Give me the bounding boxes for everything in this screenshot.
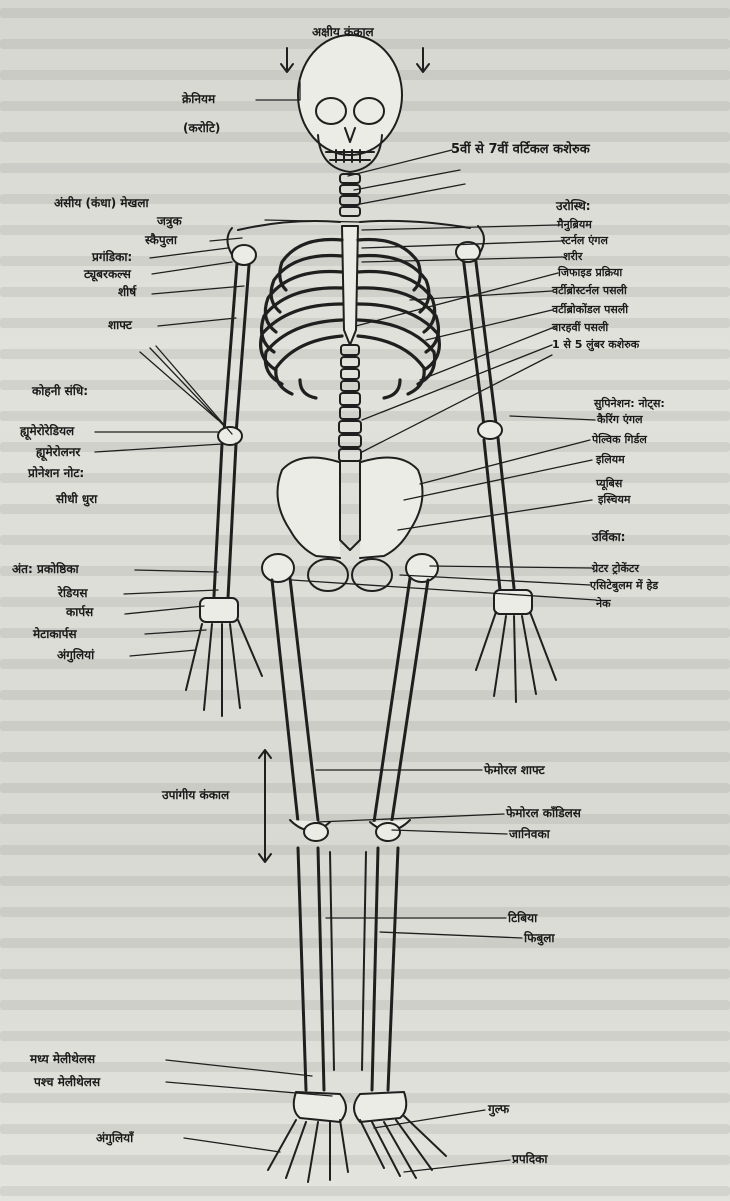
- label-body: शरीर: [563, 251, 582, 262]
- label-head: शीर्ष: [118, 286, 136, 298]
- label-straight-axis: सीधी धुरा: [56, 493, 97, 505]
- label-scapula: स्कैपुला: [145, 234, 177, 246]
- label-greater-trochanter: ग्रेटर ट्रोकेंटर: [592, 563, 639, 574]
- label-ankle: गुल्फ: [488, 1103, 509, 1115]
- label-pubis: प्यूबिस: [596, 478, 622, 489]
- label-supination: सुपिनेशन: नोट्स:: [594, 398, 665, 409]
- label-patella: जानिवका: [509, 828, 550, 840]
- label-tarsals: प्रपदिका: [512, 1153, 547, 1165]
- label-cervical-vertebrae: 5वीं से 7वीं वर्टिकल कशेरुक: [451, 143, 590, 156]
- feet: [268, 1092, 446, 1182]
- left-arm: [186, 245, 262, 716]
- label-manubrium: मैनुब्रियम: [557, 219, 592, 230]
- label-cranium-paren: (करोटि): [183, 122, 220, 134]
- label-medial-malleolus: मध्य मेलीथेलस: [30, 1053, 95, 1065]
- label-humeroulnar: ह्यूमेरोलनर: [36, 446, 80, 458]
- pelvis: [278, 458, 423, 592]
- label-cranium: क्रेनियम: [182, 93, 215, 105]
- label-ulna: अंत: प्रकोष्ठिका: [12, 563, 79, 575]
- label-tubercles: ट्यूबरकल्स: [84, 268, 131, 280]
- label-metacarpals: मेटाकार्पस: [33, 628, 77, 640]
- label-sternal-angle: स्टर्नल एंगल: [561, 235, 608, 246]
- label-tibia: टिबिया: [508, 912, 537, 924]
- label-humerus: प्रगंडिका:: [92, 251, 132, 263]
- label-toes: अंगुलियाँ: [96, 1132, 133, 1144]
- label-ilium: इलियम: [596, 454, 625, 465]
- cervical-spine: [340, 174, 360, 216]
- label-xiphoid: जिफाइड प्रक्रिया: [558, 267, 622, 278]
- label-humeroradial: ह्यूमेरोरेडियल: [20, 425, 74, 437]
- sternum: [342, 226, 358, 345]
- label-pectoral-girdle: अंसीय (कंधा) मेखला: [54, 197, 149, 209]
- label-neck: नेक: [596, 598, 611, 609]
- label-femur: उर्विका:: [592, 531, 625, 543]
- label-lateral-malleolus: पश्च मेलीथेलस: [34, 1076, 100, 1088]
- label-carrying-angle: कैरिंग एंगल: [597, 414, 643, 425]
- label-femoral-condyles: फेमोरल कॉंडिलस: [506, 807, 581, 819]
- label-appendicular-skeleton: उपांगीय कंकाल: [162, 789, 229, 801]
- label-elbow-joint: कोहनी संधि:: [32, 385, 88, 397]
- label-lumbar: 1 से 5 लुंबर कशेरुक: [552, 339, 639, 350]
- label-vertebrochondral: वर्टीब्रोकोंडल पसली: [552, 304, 628, 315]
- label-sternum: उरोस्थि:: [556, 200, 591, 212]
- label-acetabulum: एसिटेबुलम में हेड: [590, 580, 658, 591]
- right-arm: [456, 242, 556, 702]
- label-pronation: प्रोनेशन नोट:: [28, 467, 84, 479]
- label-ischium: इस्चियम: [598, 494, 630, 505]
- skull: [298, 35, 402, 172]
- label-twelfth-rib: बारहवीं पसली: [552, 322, 608, 333]
- label-axial-skeleton: अक्षीय कंकाल: [312, 26, 374, 38]
- label-fibula: फिबुला: [524, 932, 554, 944]
- label-fingers: अंगुलियां: [57, 649, 94, 661]
- legs: [262, 554, 438, 1090]
- label-radius: रेडियस: [58, 587, 88, 599]
- label-carpals: कार्पस: [66, 606, 93, 618]
- label-clavicle: जत्रुक: [157, 215, 182, 227]
- label-vertebrosternal: वर्टीब्रोस्टर्नल पसली: [552, 285, 627, 296]
- spine: [339, 345, 361, 461]
- label-femoral-shaft: फेमोरल शाफ्ट: [484, 764, 545, 776]
- label-shaft: शाफ्ट: [108, 319, 132, 331]
- label-pelvic-girdle: पेल्विक गिर्डल: [592, 434, 647, 445]
